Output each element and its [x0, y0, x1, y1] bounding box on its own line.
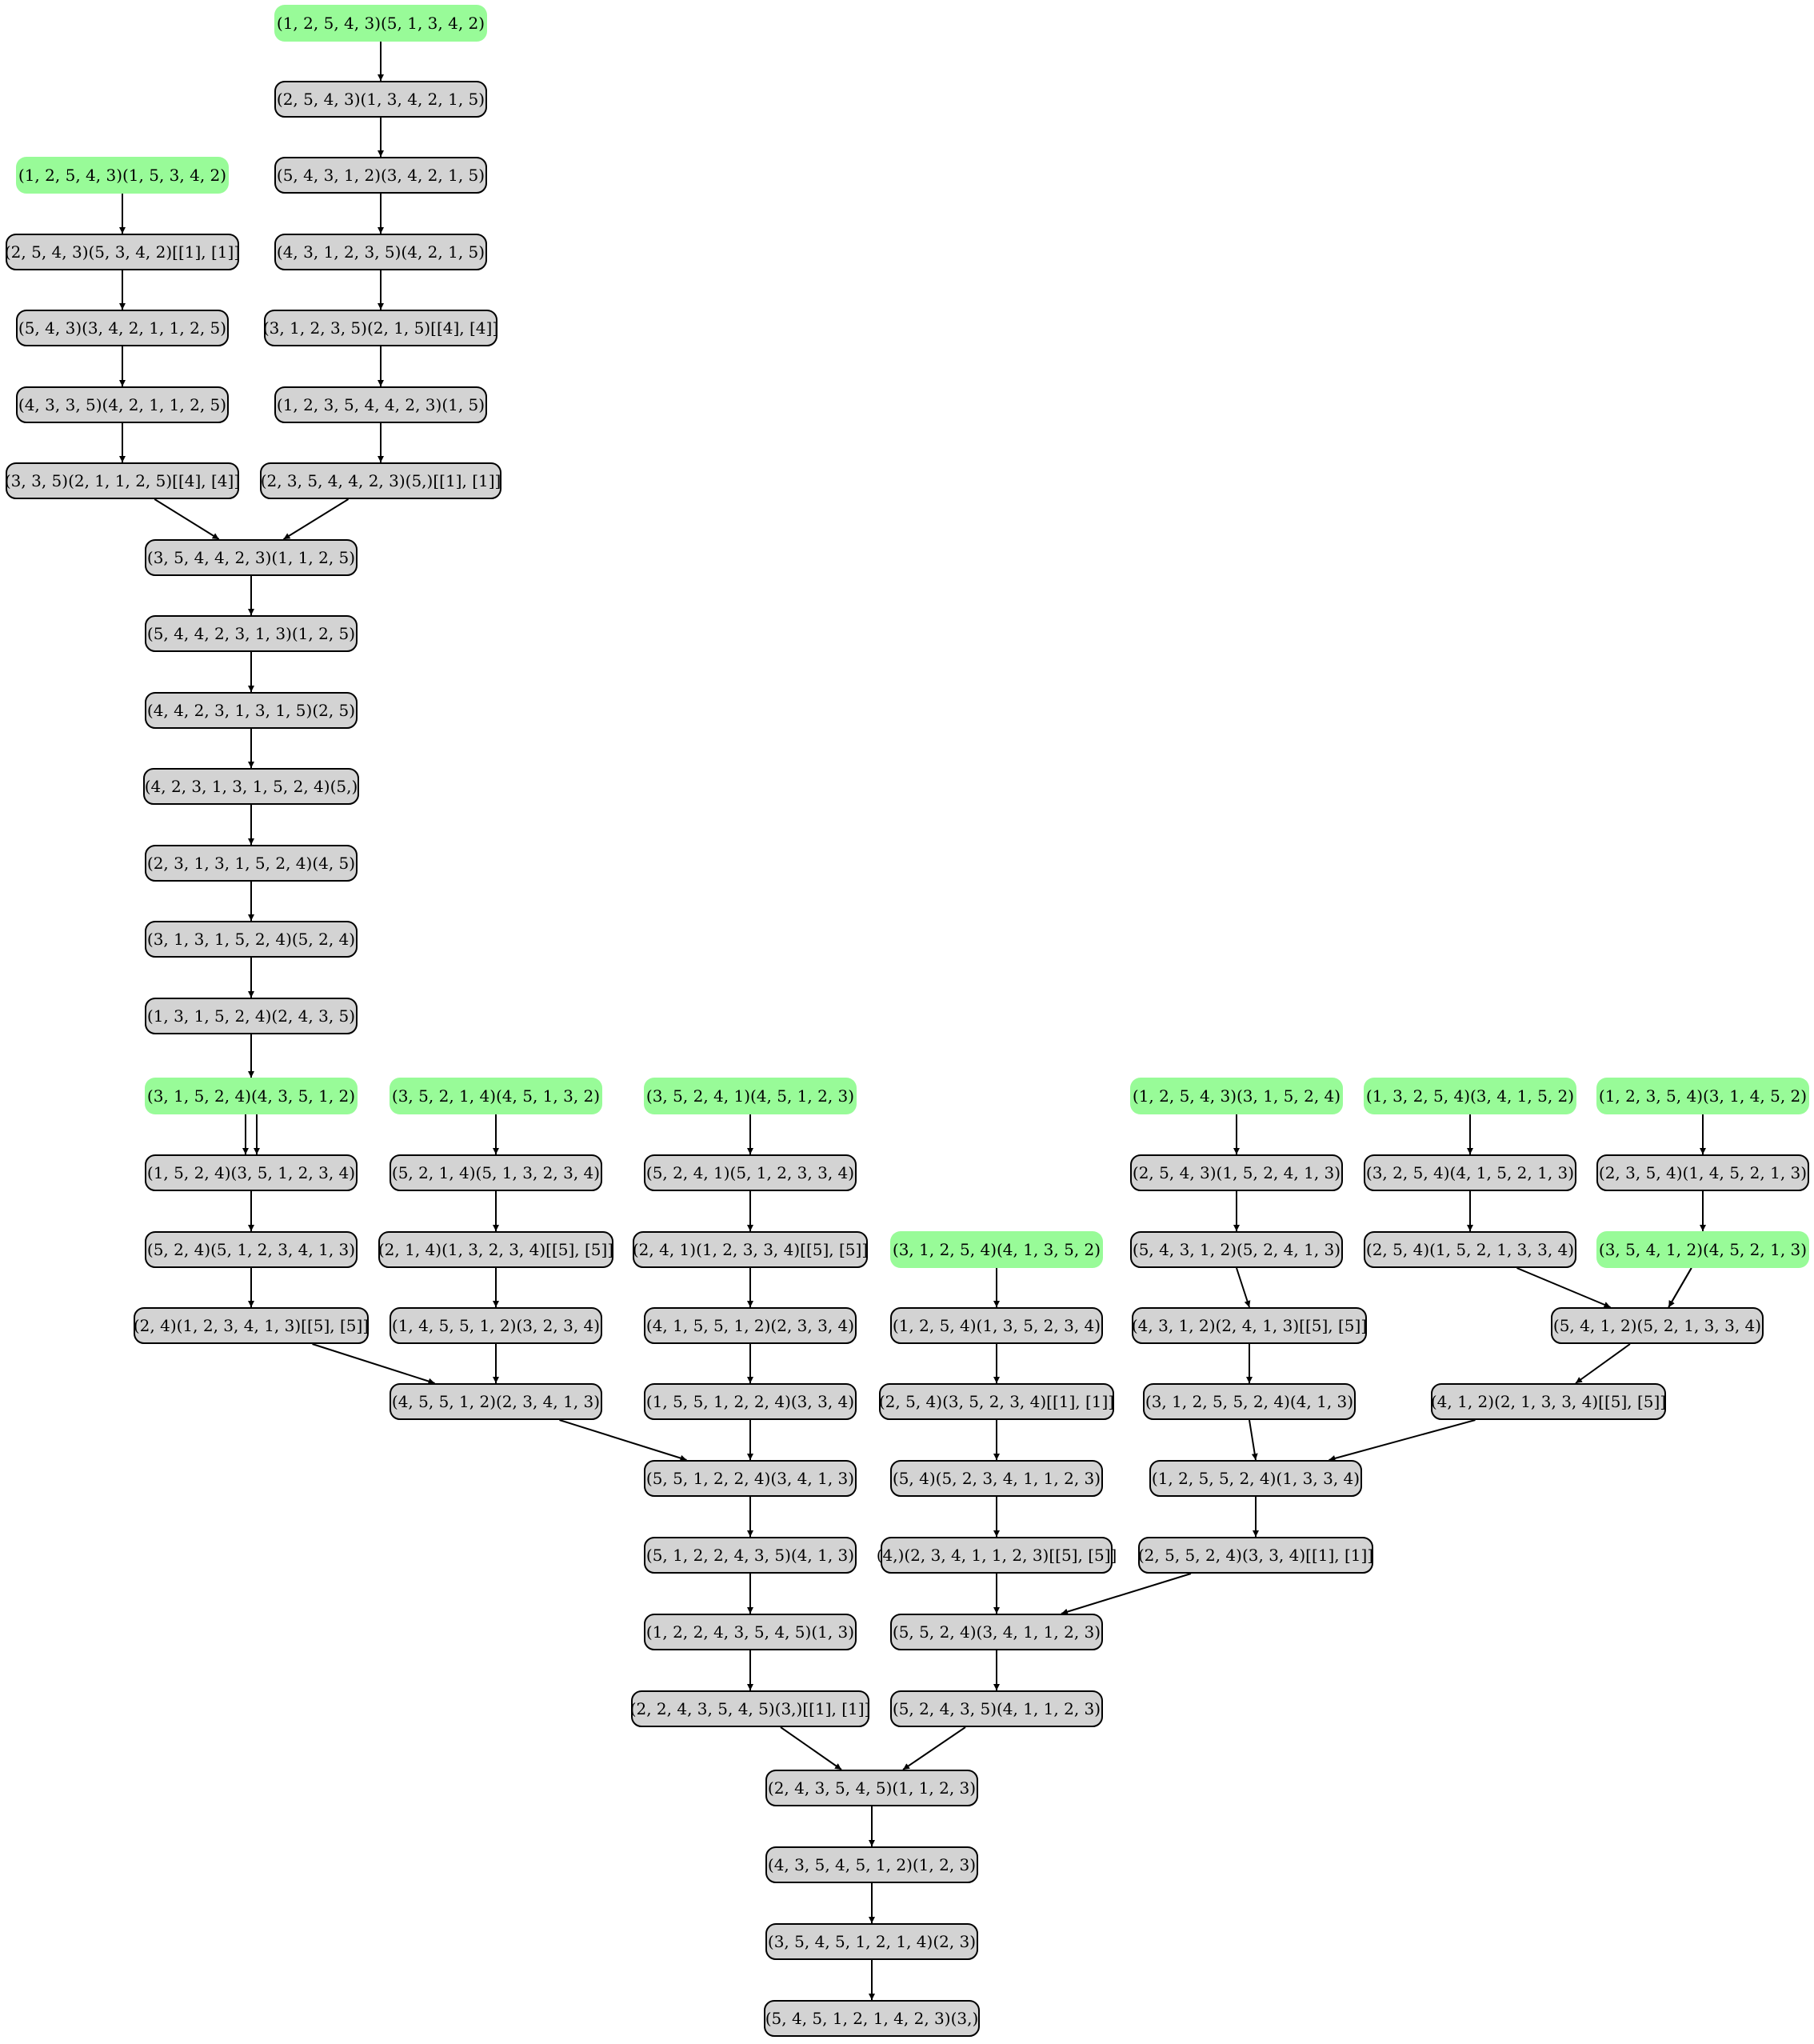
state-node: (5, 5, 2, 4)(3, 4, 1, 1, 2, 3) — [890, 1614, 1103, 1650]
state-node: (1, 2, 3, 5, 4, 4, 2, 3)(1, 5) — [274, 386, 487, 423]
state-node: (2, 3, 1, 3, 1, 5, 2, 4)(4, 5) — [145, 845, 358, 882]
state-node: (5, 2, 4)(5, 1, 2, 3, 4, 1, 3) — [145, 1231, 358, 1268]
state-node: (5, 4, 1, 2)(5, 2, 1, 3, 3, 4) — [1551, 1307, 1764, 1344]
state-node: (2, 2, 4, 3, 5, 4, 5)(3,)[[1], [1]] — [630, 1690, 870, 1727]
state-node: (5, 5, 1, 2, 2, 4)(3, 4, 1, 3) — [644, 1460, 857, 1497]
state-node: (3, 3, 5)(2, 1, 1, 2, 5)[[4], [4]] — [5, 462, 240, 499]
edge-g5-g6 — [1249, 1419, 1258, 1461]
state-node: (4, 5, 5, 1, 2)(2, 3, 4, 1, 3) — [390, 1383, 602, 1420]
state-node: (5, 4, 3)(3, 4, 2, 1, 1, 2, 5) — [16, 310, 229, 346]
state-node: (4, 2, 3, 1, 3, 1, 5, 2, 4)(5,) — [143, 768, 359, 805]
edge-m5-c1 — [154, 498, 220, 540]
source-node: (3, 5, 2, 1, 4)(4, 5, 1, 3, 2) — [390, 1078, 602, 1114]
state-node: (2, 5, 5, 2, 4)(3, 3, 4)[[1], [1]] — [1138, 1537, 1373, 1574]
source-node: (1, 2, 5, 4, 3)(1, 5, 3, 4, 2) — [16, 157, 229, 194]
state-node: (1, 2, 5, 4)(1, 3, 5, 2, 3, 4) — [890, 1307, 1103, 1344]
state-node: (5, 1, 2, 2, 4, 3, 5)(4, 1, 3) — [644, 1537, 857, 1574]
state-node: (3, 1, 3, 1, 5, 2, 4)(5, 2, 4) — [145, 921, 358, 958]
state-node: (1, 3, 1, 5, 2, 4)(2, 4, 3, 5) — [145, 998, 358, 1034]
state-node: (5, 4, 3, 1, 2)(3, 4, 2, 1, 5) — [274, 157, 487, 194]
state-node: (5, 2, 4, 1)(5, 1, 2, 3, 3, 4) — [644, 1154, 857, 1191]
state-node: (2, 4, 1)(1, 2, 3, 3, 4)[[5], [5]] — [633, 1231, 868, 1268]
source-node: (1, 2, 5, 4, 3)(3, 1, 5, 2, 4) — [1130, 1078, 1343, 1114]
state-node: (5, 4, 4, 2, 3, 1, 3)(1, 2, 5) — [145, 615, 358, 652]
state-node: (2, 4)(1, 2, 3, 4, 1, 3)[[5], [5]] — [134, 1307, 369, 1344]
state-node: (5, 4, 5, 1, 2, 1, 4, 2, 3)(3,) — [764, 2000, 980, 2037]
state-node: (2, 3, 5, 4, 4, 2, 3)(5,)[[1], [1]] — [260, 462, 501, 499]
edge-g3-g4 — [1236, 1267, 1251, 1308]
state-node: (2, 4, 3, 5, 4, 5)(1, 1, 2, 3) — [765, 1770, 978, 1806]
state-node: (3, 2, 5, 4)(4, 1, 5, 2, 1, 3) — [1364, 1154, 1576, 1191]
source-node: (1, 2, 3, 5, 4)(3, 1, 4, 5, 2) — [1596, 1078, 1809, 1114]
state-node: (2, 5, 4)(3, 5, 2, 3, 4)[[1], [1]] — [879, 1383, 1114, 1420]
state-node: (2, 1, 4)(1, 3, 2, 3, 4)[[5], [5]] — [378, 1231, 613, 1268]
edge-h3-j1 — [1516, 1267, 1611, 1308]
edge-n7-c1 — [282, 498, 350, 540]
state-node: (4, 4, 2, 3, 1, 3, 1, 5)(2, 5) — [145, 692, 358, 729]
state-node: (3, 5, 4, 5, 1, 2, 1, 4)(2, 3) — [765, 1923, 978, 1960]
state-node: (1, 5, 5, 1, 2, 2, 4)(3, 3, 4) — [644, 1383, 857, 1420]
state-node: (3, 1, 2, 5, 5, 2, 4)(4, 1, 3) — [1143, 1383, 1356, 1420]
state-node: (2, 3, 5, 4)(1, 4, 5, 2, 1, 3) — [1596, 1154, 1809, 1191]
edge-i3-j1 — [1668, 1267, 1692, 1308]
state-node: (4, 3, 1, 2, 3, 5)(4, 2, 1, 5) — [274, 234, 487, 270]
state-node: (2, 5, 4, 3)(1, 3, 4, 2, 1, 5) — [274, 81, 487, 118]
state-node: (5, 2, 1, 4)(5, 1, 3, 2, 3, 4) — [390, 1154, 602, 1191]
state-node: (2, 5, 4, 3)(1, 5, 2, 4, 1, 3) — [1130, 1154, 1343, 1191]
state-node: (4, 3, 1, 2)(2, 4, 1, 3)[[5], [5]] — [1132, 1307, 1367, 1344]
state-node: (1, 5, 2, 4)(3, 5, 1, 2, 3, 4) — [145, 1154, 358, 1191]
state-node: (2, 5, 4, 3)(5, 3, 4, 2)[[1], [1]] — [5, 234, 240, 270]
source-node: (3, 1, 2, 5, 4)(4, 1, 3, 5, 2) — [890, 1231, 1103, 1268]
edge-c11-d5 — [312, 1343, 435, 1385]
state-node: (4, 1, 2)(2, 1, 3, 3, 4)[[5], [5]] — [1431, 1383, 1666, 1420]
source-node: (3, 5, 4, 1, 2)(4, 5, 2, 1, 3) — [1596, 1231, 1809, 1268]
source-node: (3, 5, 2, 4, 1)(4, 5, 1, 2, 3) — [644, 1078, 857, 1114]
state-node: (4, 1, 5, 5, 1, 2)(2, 3, 3, 4) — [644, 1307, 857, 1344]
state-node: (4, 3, 5, 4, 5, 1, 2)(1, 2, 3) — [765, 1846, 978, 1883]
source-node: (3, 1, 5, 2, 4)(4, 3, 5, 1, 2) — [145, 1078, 358, 1114]
state-node: (4, 3, 3, 5)(4, 2, 1, 1, 2, 5) — [16, 386, 229, 423]
state-node: (1, 2, 5, 5, 2, 4)(1, 3, 3, 4) — [1149, 1460, 1362, 1497]
edge-d5-e6 — [559, 1419, 687, 1462]
state-node: (3, 1, 2, 3, 5)(2, 1, 5)[[4], [4]] — [263, 310, 498, 346]
edge-j1-j2 — [1575, 1343, 1631, 1384]
state-node: (5, 4)(5, 2, 3, 4, 1, 1, 2, 3) — [890, 1460, 1103, 1497]
state-node: (1, 4, 5, 5, 1, 2)(3, 2, 3, 4) — [390, 1307, 602, 1344]
state-node: (2, 5, 4)(1, 5, 2, 1, 3, 3, 4) — [1364, 1231, 1576, 1268]
state-node: (5, 2, 4, 3, 5)(4, 1, 1, 2, 3) — [890, 1690, 1103, 1727]
edge-e9-k1 — [780, 1726, 842, 1770]
source-node: (1, 2, 5, 4, 3)(5, 1, 3, 4, 2) — [274, 5, 487, 42]
state-node: (3, 5, 4, 4, 2, 3)(1, 1, 2, 5) — [145, 539, 358, 576]
edge-g7-f6 — [1061, 1573, 1192, 1615]
state-node: (1, 2, 2, 4, 3, 5, 4, 5)(1, 3) — [644, 1614, 857, 1650]
state-node: (5, 4, 3, 1, 2)(5, 2, 4, 1, 3) — [1130, 1231, 1343, 1268]
edge-f7-k1 — [902, 1726, 966, 1770]
edge-j2-g6 — [1329, 1419, 1476, 1462]
source-node: (1, 3, 2, 5, 4)(3, 4, 1, 5, 2) — [1364, 1078, 1576, 1114]
state-node: (4,)(2, 3, 4, 1, 1, 2, 3)[[5], [5]] — [877, 1537, 1117, 1574]
